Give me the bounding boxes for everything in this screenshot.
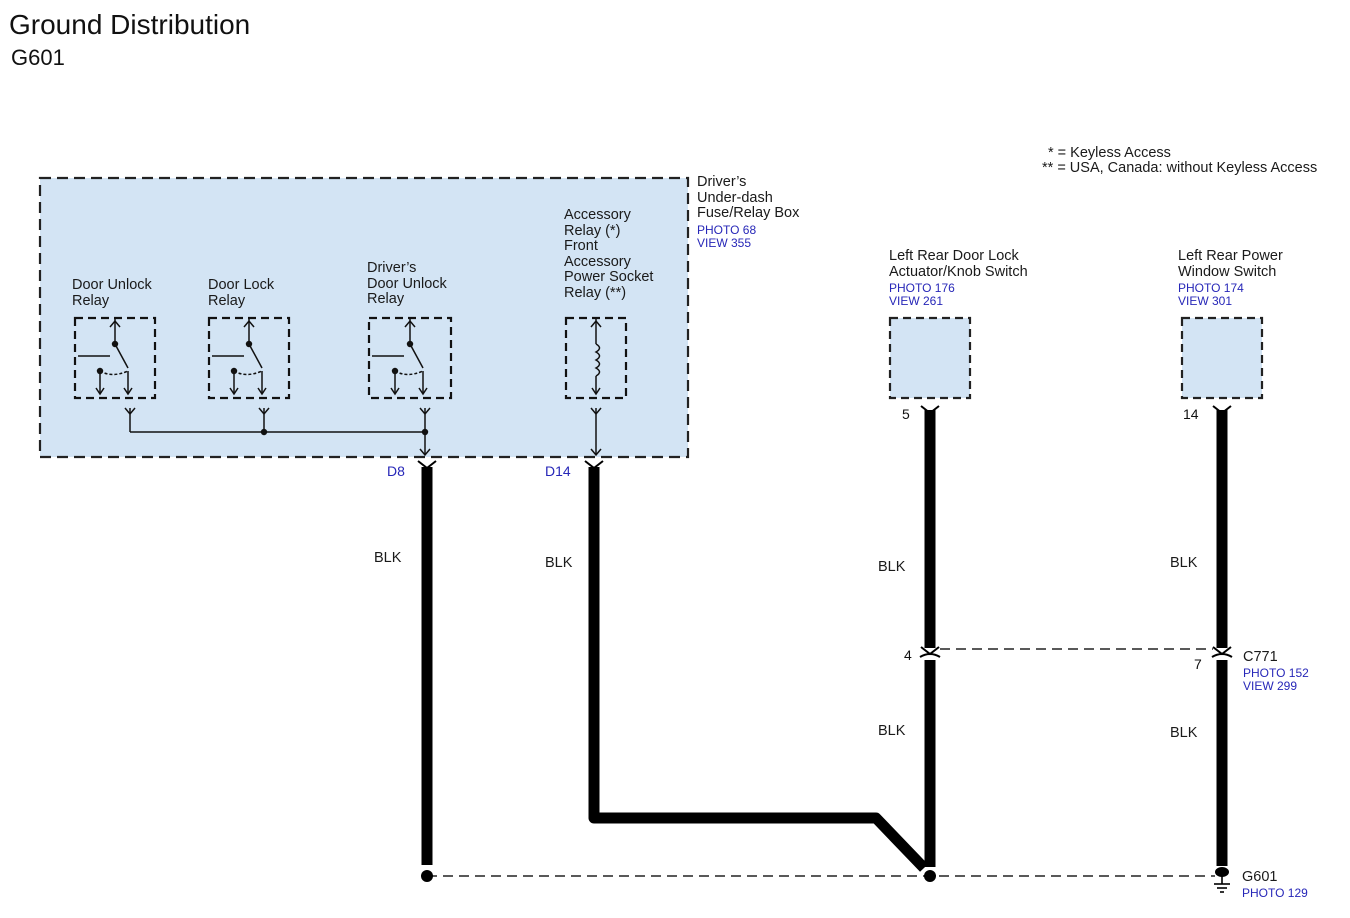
wire-door-lock-lower-color: BLK [878, 723, 906, 739]
door-lock-pin: 5 [902, 406, 910, 422]
c771-ref: PHOTO 152 VIEW 299 [1243, 666, 1309, 693]
splice-point-d8 [421, 870, 433, 882]
ground-symbol [1214, 867, 1230, 893]
c771-label: C771 [1243, 649, 1278, 665]
c771-pin-7: 7 [1194, 656, 1202, 672]
door-unlock-relay-symbol [73, 316, 157, 432]
page-subtitle: G601 [11, 45, 65, 70]
wire-window-lower-color: BLK [1170, 725, 1198, 741]
accessory-relay-symbol [564, 316, 628, 457]
door-lock-relay-symbol [207, 316, 291, 432]
c771-pin-4: 4 [904, 647, 912, 663]
ground-ref: PHOTO 129 [1242, 886, 1308, 900]
wire-d8-color: BLK [374, 550, 402, 566]
window-switch-pin: 14 [1183, 406, 1199, 422]
fuse-box-label: Driver’s Under-dash Fuse/Relay Box [697, 174, 800, 221]
window-switch-label: Left Rear Power Window Switch [1178, 248, 1283, 280]
drivers-door-unlock-relay-symbol [367, 316, 453, 457]
ground-label: G601 [1242, 869, 1278, 885]
door-unlock-relay-label: Door Unlock Relay [72, 277, 152, 309]
page-title: Ground Distribution [9, 9, 251, 40]
fuse-box-ref: PHOTO 68 VIEW 355 [697, 223, 757, 250]
legend-keyless: * = Keyless Access [1048, 145, 1171, 161]
door-lock-component-ref: PHOTO 176 VIEW 261 [889, 281, 955, 308]
legend-usa-canada: ** = USA, Canada: without Keyless Access [1042, 160, 1318, 176]
window-switch-ref: PHOTO 174 VIEW 301 [1178, 281, 1244, 308]
wire-window-upper-color: BLK [1170, 555, 1198, 571]
left-rear-door-lock-component [888, 316, 972, 400]
door-lock-relay-label: Door Lock Relay [208, 277, 275, 309]
left-rear-power-window-component [1180, 316, 1264, 400]
pin-d8: D8 [387, 463, 405, 479]
drivers-door-unlock-relay-label: Driver’s Door Unlock Relay [367, 260, 447, 307]
wire-d14 [588, 467, 928, 872]
pin-d14: D14 [545, 463, 571, 479]
wire-door-lock-upper-color: BLK [878, 559, 906, 575]
splice-point-main [924, 870, 936, 882]
wire-d14-color: BLK [545, 555, 573, 571]
accessory-relay-label: Accessory Relay (*) Front Accessory Powe… [564, 207, 654, 301]
door-lock-component-label: Left Rear Door Lock Actuator/Knob Switch [889, 248, 1028, 280]
